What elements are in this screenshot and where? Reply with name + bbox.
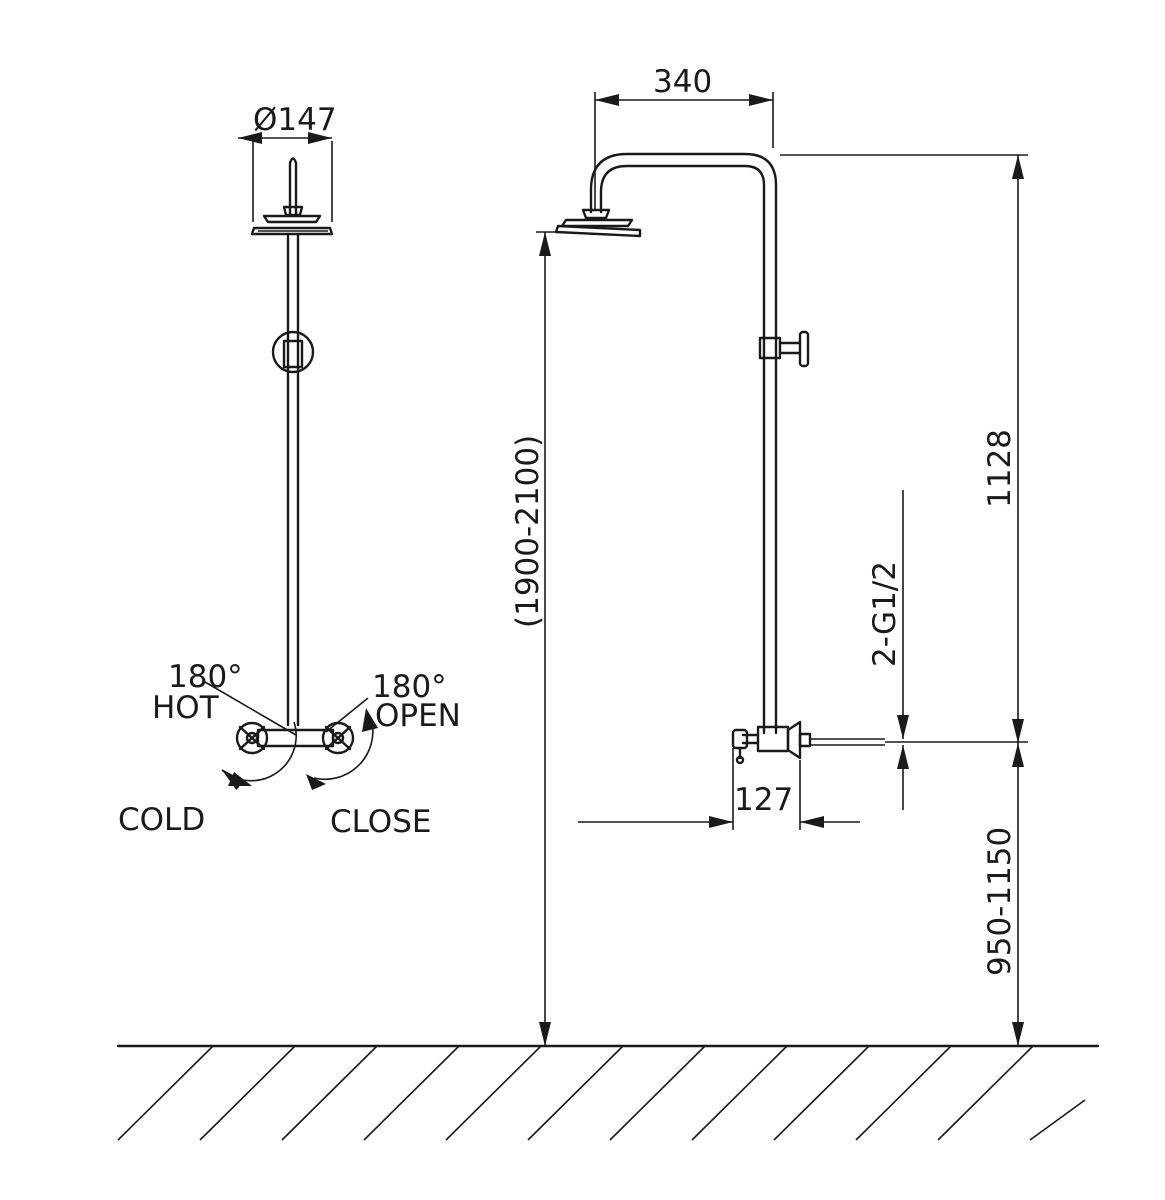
cold-label: COLD <box>118 802 205 838</box>
floor-hatching <box>116 1044 1100 1141</box>
front-wall-bracket <box>271 330 315 374</box>
head-height-label: (1900-2100) <box>510 435 546 628</box>
side-view: 340 <box>510 64 1028 1046</box>
floor-hatch-line <box>363 1045 460 1141</box>
mixer-height-dimension: 950-1150 <box>885 741 1028 1046</box>
front-view: Ø147 <box>118 102 461 840</box>
riser-height-label: 1128 <box>982 429 1018 508</box>
inlet-thread-dimension: 2-G1/2 <box>867 490 909 810</box>
arm-reach-label: 340 <box>653 64 712 100</box>
floor-hatch-line <box>281 1045 378 1141</box>
floor-hatch-line <box>773 1045 870 1141</box>
head-diameter-dimension: Ø147 <box>238 102 337 222</box>
hot-angle-label: 180° <box>168 659 243 695</box>
inlet-thread-label: 2-G1/2 <box>867 561 903 667</box>
side-mixer <box>731 720 885 765</box>
side-wall-bracket <box>758 330 810 368</box>
head-diameter-label: Ø147 <box>253 102 337 138</box>
front-shower-head <box>250 157 334 236</box>
side-shower-head <box>554 208 642 238</box>
mixer-width-label: 127 <box>734 782 793 818</box>
hot-rotation-arrow <box>204 681 297 791</box>
head-height-dimension: (1900-2100) <box>510 231 560 1046</box>
floor-hatch-line <box>609 1045 706 1141</box>
floor-hatch-line <box>199 1045 296 1141</box>
open-rotation-arrow <box>306 697 378 790</box>
mixer-height-label: 950-1150 <box>982 827 1018 976</box>
open-label: OPEN <box>375 698 461 734</box>
floor-hatch-line <box>445 1045 542 1141</box>
riser-height-dimension: 1128 <box>780 154 1028 743</box>
front-riser-pipe <box>286 232 300 727</box>
floor-hatch-line <box>527 1045 624 1141</box>
floor-hatch-lines <box>117 1045 1086 1141</box>
arm-reach-dimension: 340 <box>594 64 774 210</box>
cold-cross-handle[interactable] <box>321 721 355 755</box>
floor-hatch-line <box>855 1045 952 1141</box>
side-riser-pipe <box>589 152 778 735</box>
close-label: CLOSE <box>330 804 431 840</box>
mixer-width-dimension: 127 <box>578 748 860 830</box>
floor-hatch-line <box>691 1045 788 1141</box>
hot-label: HOT <box>152 690 220 726</box>
floor-hatch-line <box>1029 1099 1086 1141</box>
floor-hatch-line <box>117 1045 214 1141</box>
open-angle-label: 180° <box>372 669 447 705</box>
floor-hatch-line <box>937 1045 1034 1141</box>
hot-cross-handle[interactable] <box>235 721 269 755</box>
